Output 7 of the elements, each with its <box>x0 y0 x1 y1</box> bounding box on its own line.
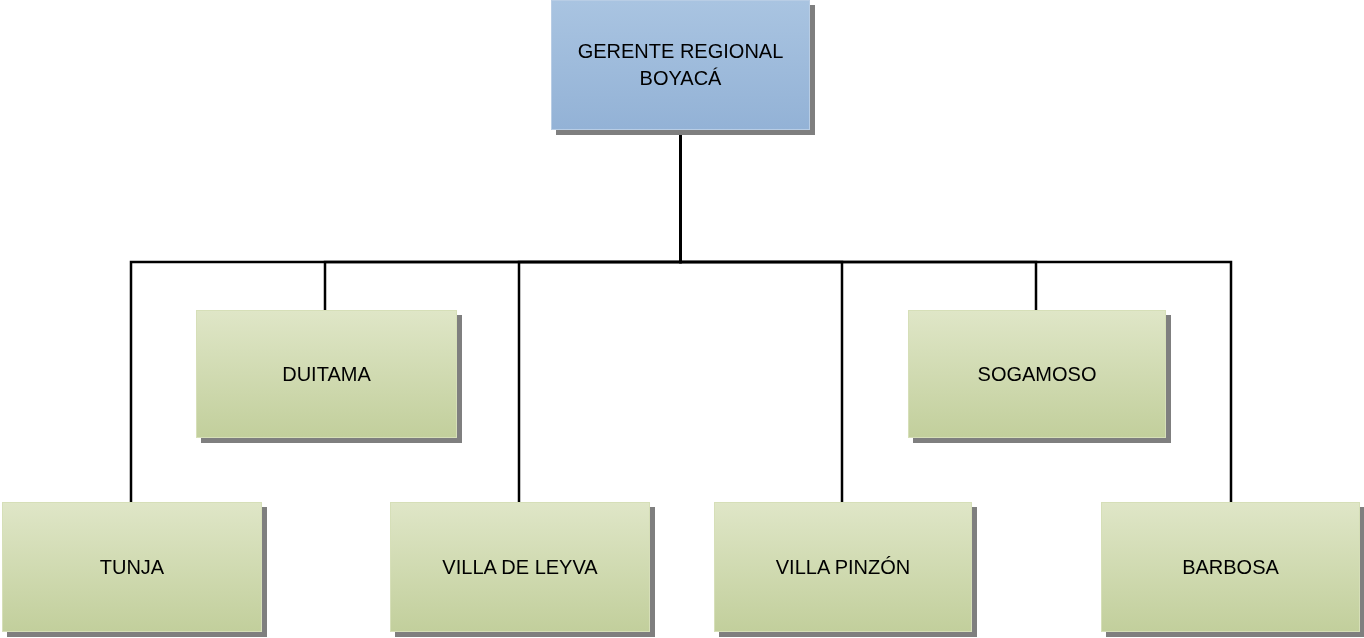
box-label: DUITAMA <box>281 361 372 387</box>
box-label: VILLA PINZÓN <box>774 554 912 580</box>
box-label: VILLA DE LEYVA <box>441 554 599 580</box>
box-label: BARBOSA <box>1181 554 1280 580</box>
box-label: TUNJA <box>98 554 166 580</box>
box-label: SOGAMOSO <box>976 361 1098 387</box>
box-label: GERENTE REGIONAL BOYACÁ <box>576 39 785 91</box>
